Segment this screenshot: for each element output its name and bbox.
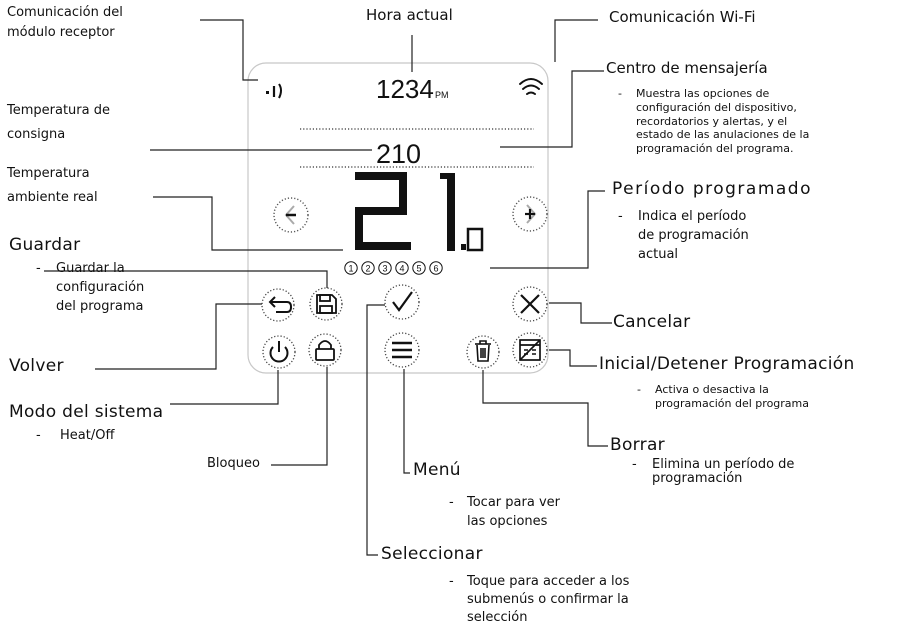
floppy-disk-icon	[316, 294, 337, 314]
period-2-circle	[361, 261, 375, 275]
back-arrow-icon	[271, 301, 293, 313]
schedule-toggle-line1: Activa o desactiva la	[655, 383, 769, 396]
menu-desc-line2: las opciones	[467, 513, 548, 529]
period-6-label: 6	[433, 264, 438, 274]
dash-marker: -	[449, 495, 454, 510]
message-center-line1: Muestra las opciones de	[636, 87, 770, 100]
dash-marker: -	[637, 383, 641, 396]
time-suffix: PM	[435, 90, 449, 100]
label-cancel: Cancelar	[613, 312, 691, 332]
dash-marker: -	[36, 428, 41, 443]
back-button[interactable]	[261, 288, 295, 322]
label-current-time: Hora actual	[366, 6, 453, 24]
select-desc-line1: Toque para acceder a los	[467, 574, 630, 589]
message-center-line5: programación del programa.	[636, 142, 794, 155]
dash-marker: -	[36, 261, 41, 276]
current-time: 1234	[376, 74, 434, 104]
label-receiver-comm-line1: Comunicación del	[7, 5, 123, 20]
system-mode-description: - Heat/Off	[36, 428, 115, 444]
save-desc-line3: del programa	[56, 298, 144, 314]
delete-desc-line1: Elimina un período de	[652, 457, 795, 472]
select-desc-line2: submenús o confirmar la	[467, 592, 629, 608]
delete-description: - Elimina un período de programación	[632, 457, 795, 486]
power-icon	[269, 341, 289, 363]
delete-button[interactable]	[466, 335, 500, 369]
period-3-label: 3	[382, 264, 387, 274]
receiver-signal-icon	[266, 83, 282, 99]
save-desc-line1: Guardar la	[56, 261, 125, 276]
schedule-toggle-line2: programación del programa	[655, 396, 809, 410]
ambient-temperature	[355, 172, 484, 252]
label-back: Volver	[9, 356, 64, 376]
scheduled-period-line2: de programación	[638, 227, 749, 243]
label-delete: Borrar	[610, 435, 665, 455]
label-scheduled-period: Período programado	[612, 179, 812, 199]
menu-button[interactable]	[384, 332, 420, 368]
label-ambient-line2: ambiente real	[7, 189, 98, 205]
label-receiver-comm-line2: módulo receptor	[7, 24, 115, 40]
label-setpoint-temp: Temperatura de consigna	[7, 103, 110, 143]
scheduled-period-line3: actual	[638, 246, 679, 262]
select-description: - Toque para acceder a los submenús o co…	[449, 573, 630, 628]
period-indicators: 1 2 3 4 5 6	[344, 261, 443, 275]
message-center-line4: estado de las anulaciones de la	[636, 128, 810, 142]
menu-description: - Tocar para ver las opciones	[449, 494, 560, 532]
hamburger-menu-icon	[392, 341, 412, 359]
label-select: Seleccionar	[381, 544, 483, 564]
system-mode-desc-text: Heat/Off	[60, 428, 115, 443]
schedule-toggle-description: - Activa o desactiva la programación del…	[637, 383, 809, 411]
menu-desc-line1: Tocar para ver	[467, 495, 560, 510]
decrease-button[interactable]	[273, 197, 309, 233]
dash-marker: -	[618, 209, 623, 224]
label-menu: Menú	[413, 460, 461, 480]
trash-icon	[475, 340, 491, 362]
schedule-toggle-icon	[519, 339, 541, 361]
label-message-center: Centro de mensajería	[606, 59, 768, 77]
label-system-mode: Modo del sistema	[9, 402, 164, 422]
lock-button[interactable]	[308, 333, 342, 367]
wifi-icon	[519, 78, 543, 95]
message-center-description: - Muestra las opciones de configuración …	[618, 87, 810, 156]
dash-marker: -	[449, 574, 454, 589]
save-description: - Guardar la configuración del programa	[36, 260, 145, 317]
increase-button[interactable]	[512, 196, 548, 232]
period-6-circle	[429, 261, 443, 275]
delete-desc-line2: programación	[652, 470, 743, 486]
leader-lines	[44, 19, 612, 556]
period-2-label: 2	[365, 264, 370, 274]
scheduled-period-description: - Indica el período de programación actu…	[618, 208, 749, 265]
cancel-button[interactable]	[512, 286, 548, 322]
period-5-circle	[412, 261, 426, 275]
label-lock: Bloqueo	[207, 456, 260, 471]
label-schedule-toggle: Inicial/Detener Programación	[599, 354, 855, 374]
select-button[interactable]	[384, 284, 420, 320]
system-mode-button[interactable]	[262, 335, 296, 369]
schedule-toggle-button[interactable]	[512, 332, 548, 368]
period-5-label: 5	[416, 264, 421, 274]
checkmark-icon	[392, 291, 413, 312]
save-button[interactable]	[309, 287, 343, 321]
label-ambient-temp: Temperatura ambiente real	[7, 166, 98, 206]
close-icon	[520, 294, 540, 314]
message-center-line3: recordatorios y alertas, y el	[636, 114, 788, 128]
label-wifi-comm: Comunicación Wi-Fi	[609, 8, 756, 26]
label-ambient-line1: Temperatura	[7, 166, 90, 181]
lock-icon	[315, 340, 335, 361]
period-4-circle	[395, 261, 409, 275]
period-3-circle	[378, 261, 392, 275]
label-setpoint-line2: consigna	[7, 126, 66, 142]
setpoint-temperature: 210	[376, 139, 421, 169]
period-1-circle	[344, 261, 358, 275]
period-1-label: 1	[348, 264, 353, 274]
label-receiver-comm: Comunicación del módulo receptor	[7, 5, 123, 41]
period-4-label: 4	[399, 264, 404, 274]
select-desc-line3: selección	[467, 610, 528, 626]
message-center-line2: configuración del dispositivo,	[636, 100, 797, 114]
label-save: Guardar	[9, 235, 81, 255]
dash-marker: -	[632, 457, 637, 472]
scheduled-period-line1: Indica el período	[638, 209, 747, 224]
dash-marker: -	[618, 87, 622, 100]
save-desc-line2: configuración	[56, 279, 145, 295]
label-setpoint-line1: Temperatura de	[7, 103, 110, 118]
